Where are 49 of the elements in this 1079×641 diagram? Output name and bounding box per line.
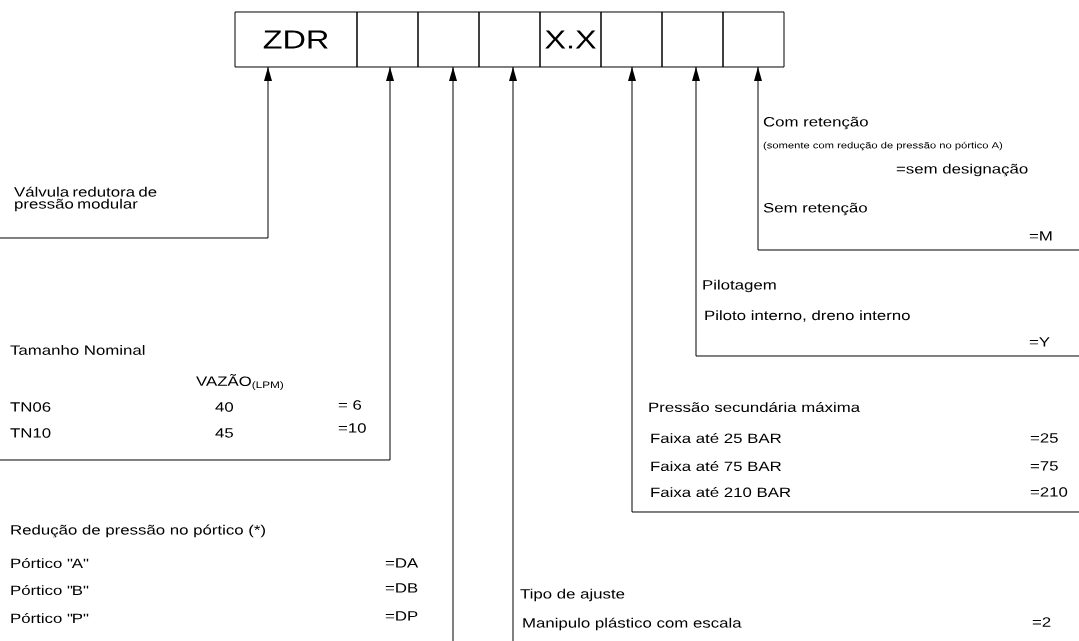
option-text: Piloto interno, dreno interno — [705, 310, 910, 322]
code-cell — [417, 11, 480, 68]
leader-arrow — [692, 66, 1079, 357]
flow-value: 40 — [215, 402, 234, 412]
code-value: =sem designação — [896, 163, 1028, 177]
code-value: =Y — [1029, 337, 1050, 347]
option-text: Faixa até 25 BAR — [651, 432, 781, 443]
leader-arrow — [754, 66, 1079, 251]
heading-text: Pilotagem — [703, 279, 776, 293]
leader-arrow — [509, 66, 517, 641]
option-text: Sem retenção — [763, 202, 867, 216]
heading-text: Tipo de ajuste — [520, 588, 625, 602]
code-value: =210 — [1030, 487, 1068, 497]
code-value: =DP — [385, 611, 418, 621]
leader-arrow — [0, 66, 272, 239]
heading-text: Pressão secundária máxima — [649, 401, 861, 412]
code-cell — [600, 11, 663, 68]
option-text: Válvula redutora de pressão modular — [14, 186, 157, 212]
code-cell — [661, 11, 724, 68]
option-text: Faixa até 75 BAR — [651, 460, 781, 471]
leader-arrow — [449, 66, 457, 641]
note-text: (somente com redução de pressão no pórtico A) — [763, 141, 1003, 151]
code-value: =2 — [1032, 617, 1051, 627]
code-cell: ZDR — [234, 11, 358, 68]
option-text: Manipulo plástico com escala — [523, 617, 742, 631]
option-text: TN06 — [10, 402, 51, 412]
code-value: =75 — [1030, 461, 1058, 471]
code-value: =M — [1029, 231, 1052, 241]
option-text: Pórtico "B" — [11, 584, 89, 595]
flow-value: 45 — [215, 428, 233, 438]
leader-arrow — [0, 66, 394, 461]
column-heading: VAZÃO$_{(LPM)}$ — [196, 374, 284, 390]
heading-text: Tamanho Nominal — [10, 345, 145, 355]
code-cell — [722, 11, 785, 68]
code-value: =25 — [1030, 433, 1058, 443]
code-cell — [356, 11, 419, 68]
code-value: = 6 — [338, 400, 362, 410]
option-text: Faixa até 210 BAR — [651, 486, 791, 497]
code-cell: X.X — [539, 11, 602, 68]
code-value: =DB — [385, 583, 418, 593]
leader-arrow — [628, 66, 1079, 513]
option-text: Com retenção — [763, 116, 868, 130]
code-value: =10 — [338, 423, 366, 433]
option-text: Pórtico "A" — [11, 557, 89, 568]
heading-text: Redução de pressão no pórtico (*) — [11, 524, 265, 538]
option-text: TN10 — [10, 428, 51, 438]
option-text: Pórtico "P" — [11, 612, 89, 623]
code-value: =DA — [385, 558, 419, 568]
code-cell — [478, 11, 541, 68]
